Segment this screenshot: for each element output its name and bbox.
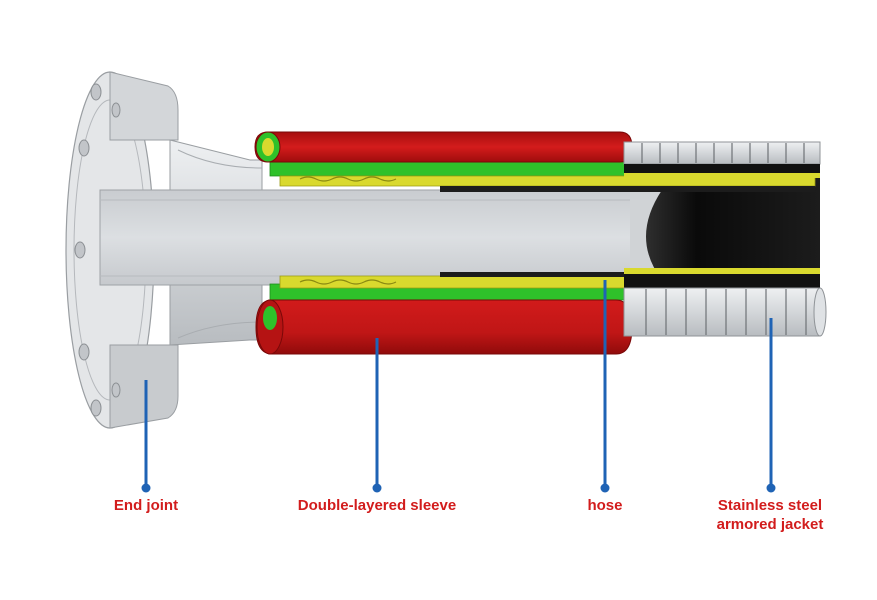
armor-jacket-top <box>623 141 821 178</box>
callout-hose <box>600 280 610 493</box>
label-armored-jacket: Stainless steel armored jacket <box>690 496 850 534</box>
label-armored-jacket-line2: armored jacket <box>716 516 824 533</box>
sleeve-top <box>254 131 633 163</box>
sleeve-bottom <box>255 299 633 355</box>
label-end-joint: End joint <box>113 497 179 514</box>
inner-bore <box>99 189 663 286</box>
callout-sleeve <box>372 338 382 493</box>
callout-end-joint <box>141 380 151 493</box>
label-armored-jacket-line1: Stainless steel <box>717 497 823 514</box>
label-double-layered-sleeve: Double-layered sleeve <box>297 497 457 514</box>
callout-armor <box>766 318 776 493</box>
armor-jacket-bottom <box>623 268 827 337</box>
label-hose: hose <box>587 497 623 514</box>
